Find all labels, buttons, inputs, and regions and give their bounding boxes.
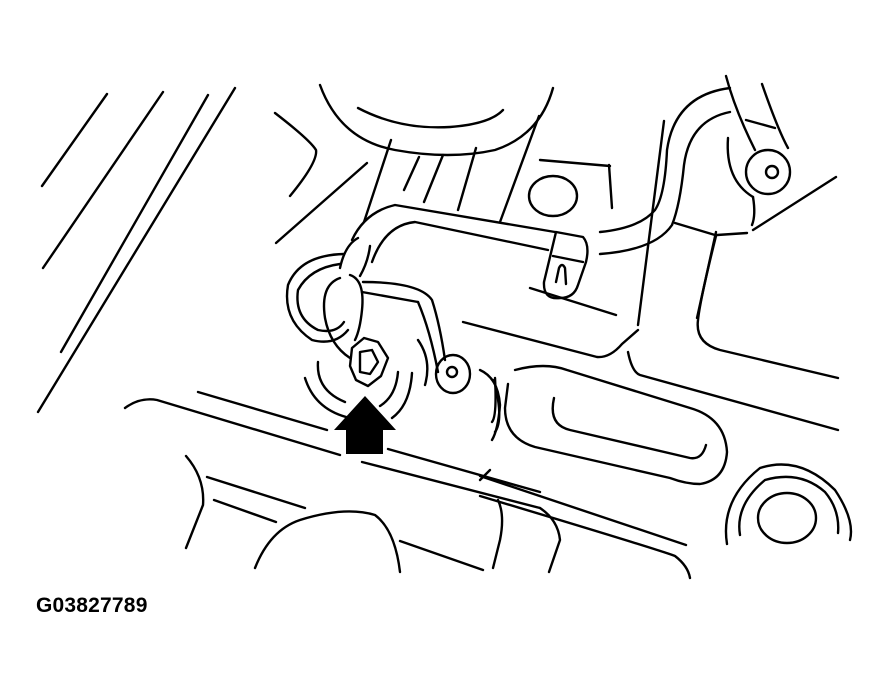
figure-id-label: G03827789 [36, 594, 148, 617]
callout-arrow-up-icon [334, 396, 396, 454]
lower-round-boss [724, 463, 853, 546]
lower-housing [123, 390, 562, 574]
pipe-bracket-clip [542, 230, 589, 300]
left-edge-lines [36, 86, 237, 414]
pipe [350, 86, 732, 264]
upper-right-bracket [715, 74, 838, 237]
hose-loop-fitting [285, 236, 472, 395]
upper-round-boss [527, 158, 614, 218]
right-panels [461, 119, 840, 432]
upper-housing [273, 83, 555, 245]
slotted-recess [478, 364, 729, 580]
fitting-nut [303, 336, 414, 420]
